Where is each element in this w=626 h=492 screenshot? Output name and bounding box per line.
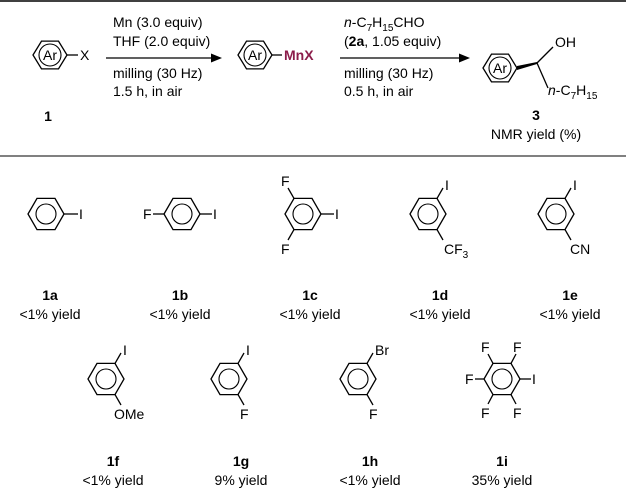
substrate-1h-id: 1h	[362, 453, 378, 469]
substrate-1a-i: I	[79, 206, 83, 222]
reactant-structure: Ar X 1	[32, 40, 90, 124]
step2-reagent: n-C7H15CHO	[344, 14, 425, 34]
substrate-1i-f-5: F	[513, 405, 522, 421]
step1-line2: THF (2.0 equiv)	[113, 33, 210, 49]
substrate-1b-id: 1b	[172, 287, 188, 303]
step1-arrow	[106, 53, 222, 63]
substrate-1e-id: 1e	[562, 287, 578, 303]
product-structure: Ar OH n-C7H15 3 NMR yield (%)	[482, 34, 598, 142]
step2-arrow	[340, 53, 470, 63]
substrate-1g-id: 1g	[233, 453, 249, 469]
substrate-1d-i: I	[445, 177, 449, 193]
product-wedge-bond	[517, 62, 537, 70]
step1-line4: 1.5 h, in air	[113, 83, 183, 99]
substrate-1h: Br F 1h <1% yield	[339, 342, 401, 488]
substrate-1f: I OMe 1f <1% yield	[82, 342, 144, 488]
intermediate-ring-label: Ar	[248, 47, 262, 63]
step1-line3: milling (30 Hz)	[113, 65, 202, 81]
substrate-1e-cn: CN	[570, 241, 590, 257]
substrate-1e-yield: <1% yield	[539, 306, 600, 322]
substrate-1c-f-top: F	[281, 173, 290, 189]
product-ring-label: Ar	[493, 60, 507, 76]
substrate-1h-br: Br	[375, 342, 389, 358]
substrate-1d-cf3: CF3	[444, 241, 469, 261]
substrate-1i-f-1: F	[481, 339, 490, 355]
substrate-1c-id: 1c	[302, 287, 318, 303]
substrate-1d-id: 1d	[432, 287, 448, 303]
substrate-1h-f: F	[369, 406, 378, 422]
substrate-1i-f-2: F	[513, 339, 522, 355]
step1-line1: Mn (3.0 equiv)	[113, 14, 202, 30]
product-yield-caption: NMR yield (%)	[491, 126, 581, 142]
substrate-1f-yield: <1% yield	[82, 472, 143, 488]
product-ring-circle	[488, 56, 512, 80]
step2-conditions: n-C7H15CHO (2a, 1.05 equiv) milling (30 …	[344, 14, 441, 99]
substrate-1d-yield: <1% yield	[409, 306, 470, 322]
substrate-1b: F I 1b <1% yield	[143, 197, 217, 322]
substrate-1c-f-bottom: F	[281, 241, 290, 257]
substrate-1e: I CN 1e <1% yield	[537, 177, 601, 322]
substrate-1a: I 1a <1% yield	[19, 197, 83, 322]
substrate-1c-i: I	[335, 206, 339, 222]
substrate-1i-f-3: F	[465, 371, 474, 387]
step2-line2: (2a, 1.05 equiv)	[344, 33, 441, 49]
product-chain: n-C7H15	[548, 82, 598, 102]
substrate-1c-yield: <1% yield	[279, 306, 340, 322]
substrate-1b-i: I	[213, 206, 217, 222]
reactant-ring-circle	[38, 43, 62, 67]
substrate-1e-i: I	[573, 177, 577, 193]
product-chain-bond	[536, 62, 549, 89]
substrate-1b-yield: <1% yield	[149, 306, 210, 322]
substrate-1g-i: I	[246, 342, 250, 358]
substrate-1g-f: F	[240, 406, 249, 422]
substrate-1g: I F 1g 9% yield	[210, 342, 268, 488]
product-number: 3	[532, 107, 540, 123]
substrate-1a-id: 1a	[42, 287, 58, 303]
reactant-substituent: X	[80, 47, 90, 63]
substrate-1i: F F F F F I 1i 35% yield	[465, 339, 536, 488]
substrate-1f-i: I	[123, 342, 127, 358]
substrate-1g-yield: 9% yield	[215, 472, 268, 488]
product-oh: OH	[555, 34, 576, 50]
step2-line3: milling (30 Hz)	[344, 65, 433, 81]
substrate-1d: I CF3 1d <1% yield	[409, 177, 471, 322]
substrate-1f-ome: OMe	[114, 406, 145, 422]
substrate-1i-yield: 35% yield	[472, 472, 533, 488]
step2-line4: 0.5 h, in air	[344, 83, 414, 99]
intermediate-mnx: MnX	[284, 47, 314, 63]
substrate-1f-id: 1f	[107, 453, 120, 469]
substrate-1c: F F I 1c <1% yield	[279, 173, 340, 322]
intermediate-structure: Ar MnX	[237, 40, 314, 70]
substrate-1b-f: F	[143, 206, 152, 222]
step1-conditions: Mn (3.0 equiv) THF (2.0 equiv) milling (…	[113, 14, 210, 99]
substrate-1h-yield: <1% yield	[339, 472, 400, 488]
substrate-1i-f-4: F	[481, 405, 490, 421]
substrate-1a-yield: <1% yield	[19, 306, 80, 322]
reactant-ring-label: Ar	[43, 47, 57, 63]
substrate-1i-i: I	[532, 371, 536, 387]
product-oh-bond	[536, 46, 554, 64]
reactant-number: 1	[44, 108, 52, 124]
intermediate-ring-circle	[243, 43, 267, 67]
substrate-1i-id: 1i	[496, 453, 508, 469]
